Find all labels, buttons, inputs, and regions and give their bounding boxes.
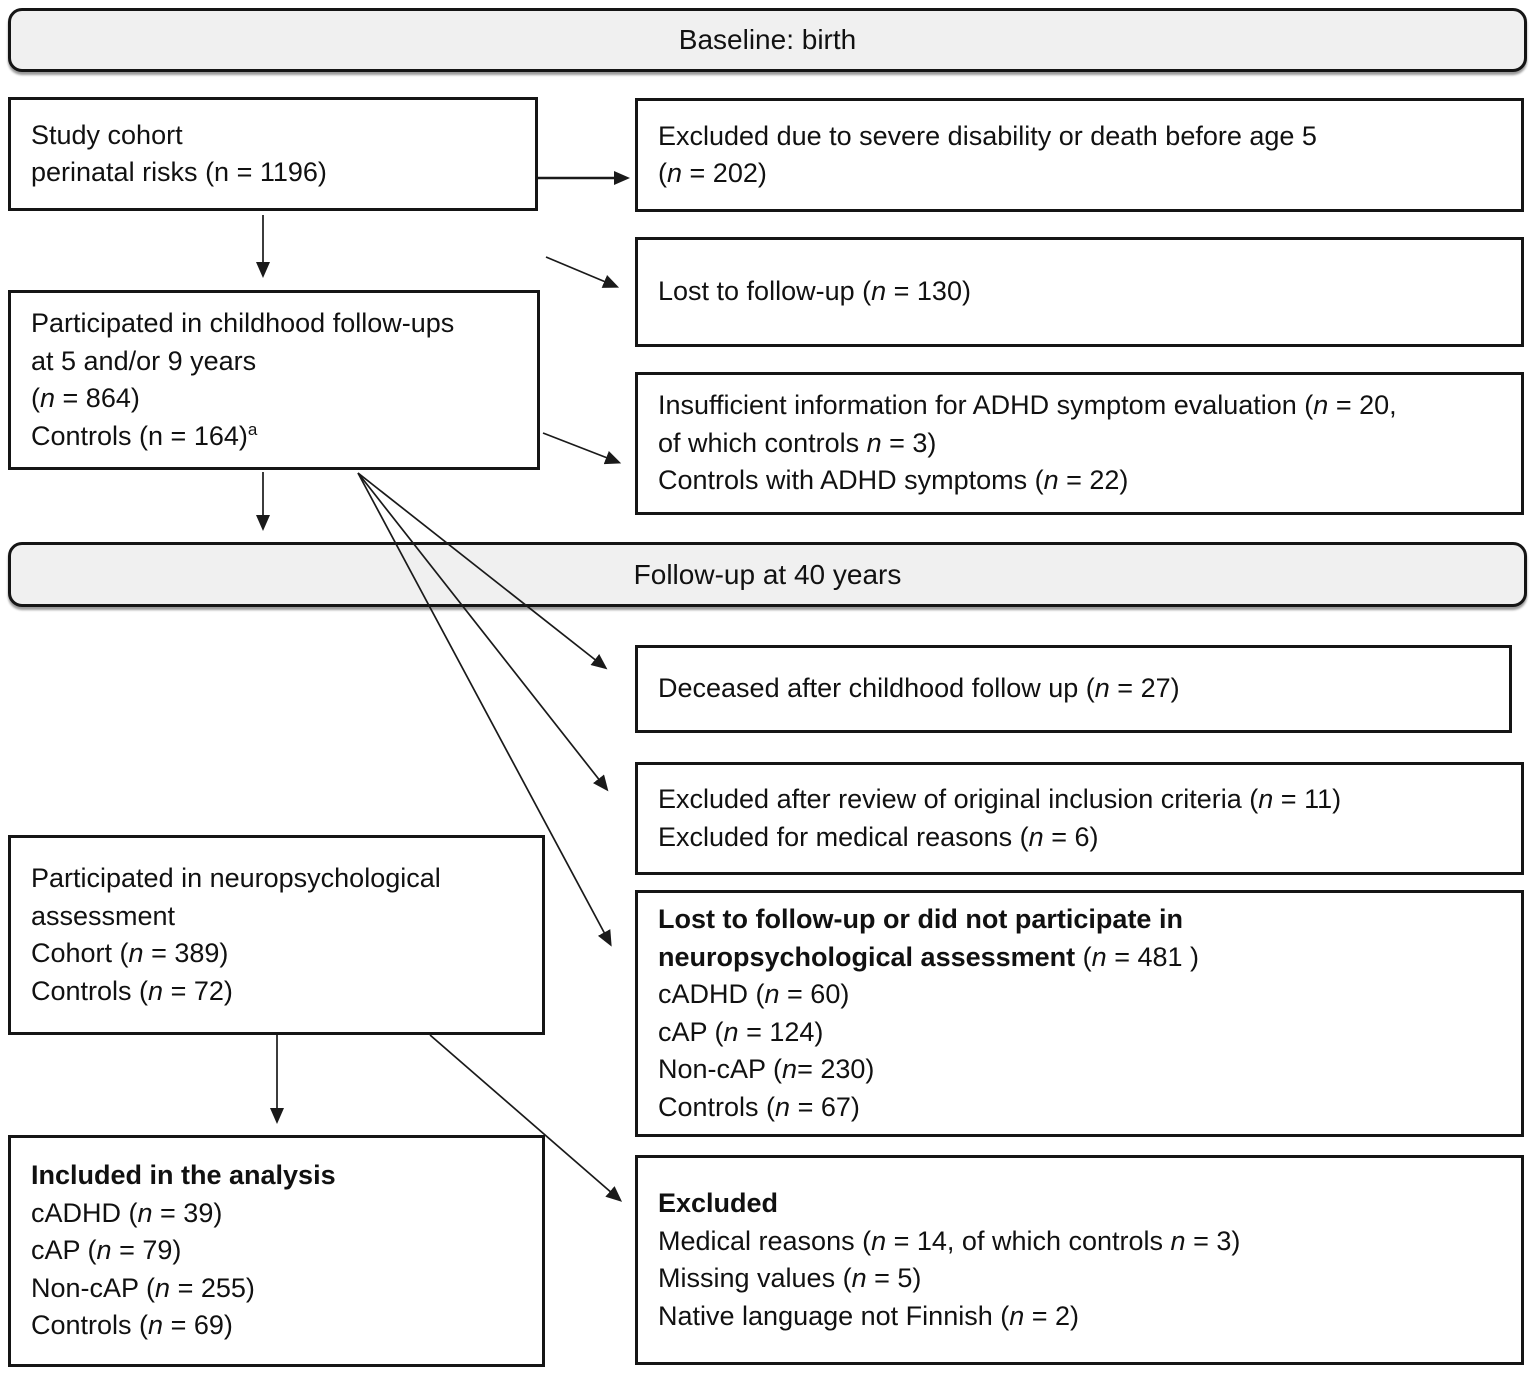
text-line: neuropsychological assessment (n = 481 ): [658, 941, 1200, 972]
text-line: Lost to follow-up (n = 130): [658, 276, 971, 307]
text-line: Native language not Finnish (n = 2): [658, 1300, 1080, 1331]
arrow-fan-to-excluded-after-review: [357, 472, 609, 792]
text-line: Excluded for medical reasons (n = 6): [658, 821, 1099, 852]
text-line: Controls (n = 69): [31, 1310, 233, 1341]
text-line: Excluded: [658, 1188, 779, 1218]
text-line: perinatal risks (n = 1196): [31, 157, 327, 187]
text-line: Excluded after review of original inclus…: [658, 784, 1342, 814]
lost-to-followup-box: Lost to follow-up (n = 130): [635, 237, 1524, 347]
text-line: Missing values (n = 5): [658, 1263, 922, 1293]
text-line: Participated in childhood follow-ups: [31, 308, 455, 338]
text-line: Controls (n = 72): [31, 975, 233, 1006]
text-line: Participated in neuropsychological: [31, 863, 441, 893]
text-line: Deceased after childhood follow up (n = …: [658, 673, 1180, 704]
text-line: assessment: [31, 900, 176, 931]
text-line: Non-cAP (n= 230): [658, 1054, 875, 1084]
text-line: Lost to follow-up or did not participate…: [658, 904, 1183, 934]
text-line: at 5 and/or 9 years: [31, 345, 257, 376]
text-line: (n = 864): [31, 383, 140, 413]
text-line: Controls with ADHD symptoms (n = 22): [658, 465, 1129, 496]
text-line: Cohort (n = 389): [31, 938, 229, 968]
lost-neuropsych-box: Lost to follow-up or did not participate…: [635, 890, 1524, 1137]
included-in-analysis-box: Included in the analysis cADHD (n = 39) cA…: [8, 1135, 545, 1367]
text-line: Non-cAP (n = 255): [31, 1272, 255, 1303]
text-line: Controls (n = 164)a: [31, 419, 258, 451]
text-line: Excluded due to severe disability or dea…: [658, 120, 1317, 151]
banner-followup-40-years: Follow-up at 40 years: [8, 542, 1527, 607]
text-line: Included in the analysis: [31, 1160, 336, 1191]
text-line: cADHD (n = 39): [31, 1197, 223, 1228]
childhood-followups-box: Participated in childhood follow-ups at 5…: [8, 290, 540, 470]
text-line: cAP (n = 124): [658, 1016, 824, 1047]
text-line: (n = 202): [658, 158, 767, 188]
excluded-after-review-box: Excluded after review of original inclus…: [635, 762, 1524, 875]
text-line: cAP (n = 79): [31, 1235, 182, 1266]
text-line: Controls (n = 67): [658, 1091, 860, 1122]
text-line: Insufficient information for ADHD sympto…: [658, 390, 1397, 421]
banner-baseline-birth: Baseline: birth: [8, 8, 1527, 72]
insufficient-information-box: Insufficient information for ADHD sympto…: [635, 372, 1524, 515]
text-line: of which controls n = 3): [658, 427, 937, 458]
neuropsych-assessment-box: Participated in neuropsychological assess…: [8, 835, 545, 1035]
excluded-disability-box: Excluded due to severe disability or dea…: [635, 98, 1524, 212]
arrow-to-insufficient-information: [542, 432, 622, 465]
text-line: cADHD (n = 60): [658, 979, 850, 1009]
text-line: Medical reasons (n = 14, of which contro…: [658, 1225, 1241, 1256]
arrow-to-lost-followup: [545, 256, 620, 288]
text-line: Study cohort: [31, 119, 183, 150]
deceased-box: Deceased after childhood follow up (n = …: [635, 645, 1512, 733]
study-cohort-box: Study cohort perinatal risks (n = 1196): [8, 97, 538, 211]
